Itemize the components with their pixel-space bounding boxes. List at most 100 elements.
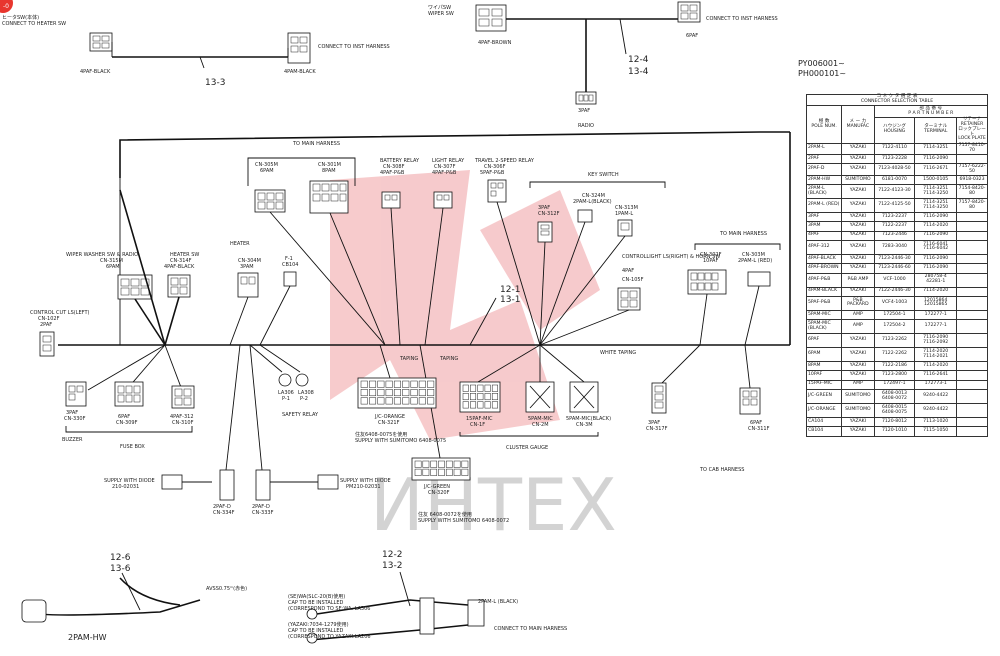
table-cell: 7120-1010 <box>873 426 916 437</box>
label-cap-yazaki-2: CAP TO BE INSTALLED <box>288 628 343 634</box>
connector-pin <box>470 384 477 392</box>
col-housing: ハウジング HOUSING <box>873 116 916 144</box>
connector-pin <box>484 384 491 392</box>
table-cell: 4PAF-BLACK <box>805 253 843 265</box>
label-travel-relay: TRAVEL 2-SPEED RELAY <box>474 158 535 164</box>
label-3paf-312: 3PAF <box>538 205 550 211</box>
label-3paf-buzzer: 3PAF <box>66 410 78 416</box>
table-cell: 7122-2186 <box>873 361 916 372</box>
table-cell: 6408-0013 6408-0072 <box>873 389 916 405</box>
connector-pin <box>438 460 445 468</box>
table-cell: 4PAF-P&B <box>805 272 843 288</box>
table-cell: 7116-2671 <box>914 163 958 176</box>
connector-pin <box>461 468 469 476</box>
table-cell: 7123-2237 <box>873 212 916 223</box>
connector-pin <box>369 389 377 397</box>
connector-pin <box>445 468 453 476</box>
label-f1: F-1 <box>285 256 293 262</box>
table-cell: 2PAM-L <box>805 142 843 156</box>
table-cell: SUMITOMO <box>841 389 875 405</box>
table-cell: 172504-2 <box>873 319 916 335</box>
label-light-relay: LIGHT RELAY <box>432 158 465 164</box>
table-cell: 9240-4422 <box>914 403 958 419</box>
label-battery-relay: BATTERY RELAY <box>380 158 420 164</box>
col-maker-jp: メ ー カ <box>849 118 867 124</box>
label-cn306f: CN-306F <box>484 164 506 170</box>
connector-pin <box>491 384 498 392</box>
label-2paf-d-a: 2PAF-D <box>213 504 231 510</box>
table-cell: 7116-2090 <box>914 212 958 223</box>
table-cell: 3PAM <box>805 221 843 232</box>
col-retainer-en: RETAINER <box>960 122 984 128</box>
label-to-main-1: TO MAIN HARNESS <box>292 141 340 147</box>
table-title: コ ネ ク タ 選 定 表 CONNECTOR SELECTION TABLE <box>806 93 988 107</box>
table-cell <box>956 286 988 297</box>
table-cell: 7114-3251 7114-3250 <box>914 198 958 214</box>
table-cell: 7123-2262 <box>873 333 916 349</box>
label-cn307f: CN-307F <box>434 164 456 170</box>
label-2pam-l-red: 2PAM-L (RED) <box>738 258 772 264</box>
connector-pin <box>422 468 430 476</box>
table-cell: YAZAKI <box>841 154 875 165</box>
label-cn302f: CN-302F <box>700 252 722 258</box>
label-3paf-radio: 3PAF <box>578 108 590 114</box>
table-cell: 172277-1 <box>914 319 958 335</box>
label-cn102f: CN-102F <box>38 316 60 322</box>
label-cn3m: CN-3M <box>576 422 593 428</box>
table-cell: 10PAF <box>805 370 843 381</box>
table-cell: 7116-2090 <box>914 230 958 241</box>
table-cell <box>956 319 988 335</box>
table-cell: 7123-2446 <box>873 230 916 241</box>
table-cell: 5PAM-MIC (BLACK) <box>805 319 843 335</box>
ref-13-1: 13-1 <box>500 295 520 305</box>
label-cn305m: CN-305M <box>255 162 278 168</box>
table-cell: YAZAKI <box>841 347 875 363</box>
connector-pin <box>393 397 401 405</box>
table-cell: CB104 <box>805 426 843 437</box>
col-pole-en: POLE NUM. <box>811 123 837 129</box>
table-cell: SUMITOMO <box>841 403 875 419</box>
label-jc-green: J/C-GREEN <box>423 484 450 490</box>
label-la306: LA306 <box>278 390 294 396</box>
connector-pin <box>402 397 410 405</box>
table-cell: 7116-2641 <box>914 370 958 381</box>
label-cn1f: CN-1F <box>470 422 485 428</box>
connector-pin <box>491 401 498 409</box>
connector-pin <box>477 401 484 409</box>
table-cell <box>956 333 988 349</box>
lower-connectors: 3PAF CN-330F BUZZER 6PAF CN-309F 4PAF-31… <box>62 373 770 473</box>
table-cell: 7116-6041 7116-6042 <box>914 239 958 255</box>
table-cell: VCF4-1003 <box>873 295 916 311</box>
label-cn105f: CN-105F <box>622 277 644 283</box>
label-radio: RADIO <box>578 123 594 129</box>
table-cell: CA104 <box>805 417 843 428</box>
label-to-main-2: TO MAIN HARNESS <box>719 231 767 237</box>
table-cell: 7122-2262 <box>873 347 916 363</box>
label-cn330f: CN-330F <box>64 416 86 422</box>
serial-line-1: PY006001~ <box>798 59 845 68</box>
col-terminal-jp: ターミナル <box>924 124 948 130</box>
label-taping-2: TAPING <box>439 356 458 362</box>
connector-pin <box>427 389 435 397</box>
col-terminal-en: TERMINAL <box>924 129 948 135</box>
table-cell: 2PAM-HW <box>805 174 843 186</box>
table-cell: VCF-1000 <box>873 272 916 288</box>
label-cn324m: CN-324M <box>582 193 605 199</box>
label-key-switch: KEY SWITCH <box>588 172 619 178</box>
label-cn312f: CN-312F <box>538 211 560 217</box>
table-cell: 7122-4125-50 <box>873 198 916 214</box>
table-cell: YAZAKI <box>841 417 875 428</box>
label-cn320f: CN-320F <box>428 490 450 496</box>
table-cell: 7116-2090 <box>914 263 958 274</box>
col-terminal: ターミナル TERMINAL <box>914 116 958 144</box>
label-wiper-sw-jp: ワイパSW <box>428 5 451 11</box>
label-diode-2-num: PM210-02031 <box>346 484 381 490</box>
table-cell: 7123-2228 <box>873 154 916 165</box>
label-cn310f: CN-310F <box>172 420 194 426</box>
table-cell: 7283-3040 <box>873 239 916 255</box>
table-cell <box>956 230 988 241</box>
